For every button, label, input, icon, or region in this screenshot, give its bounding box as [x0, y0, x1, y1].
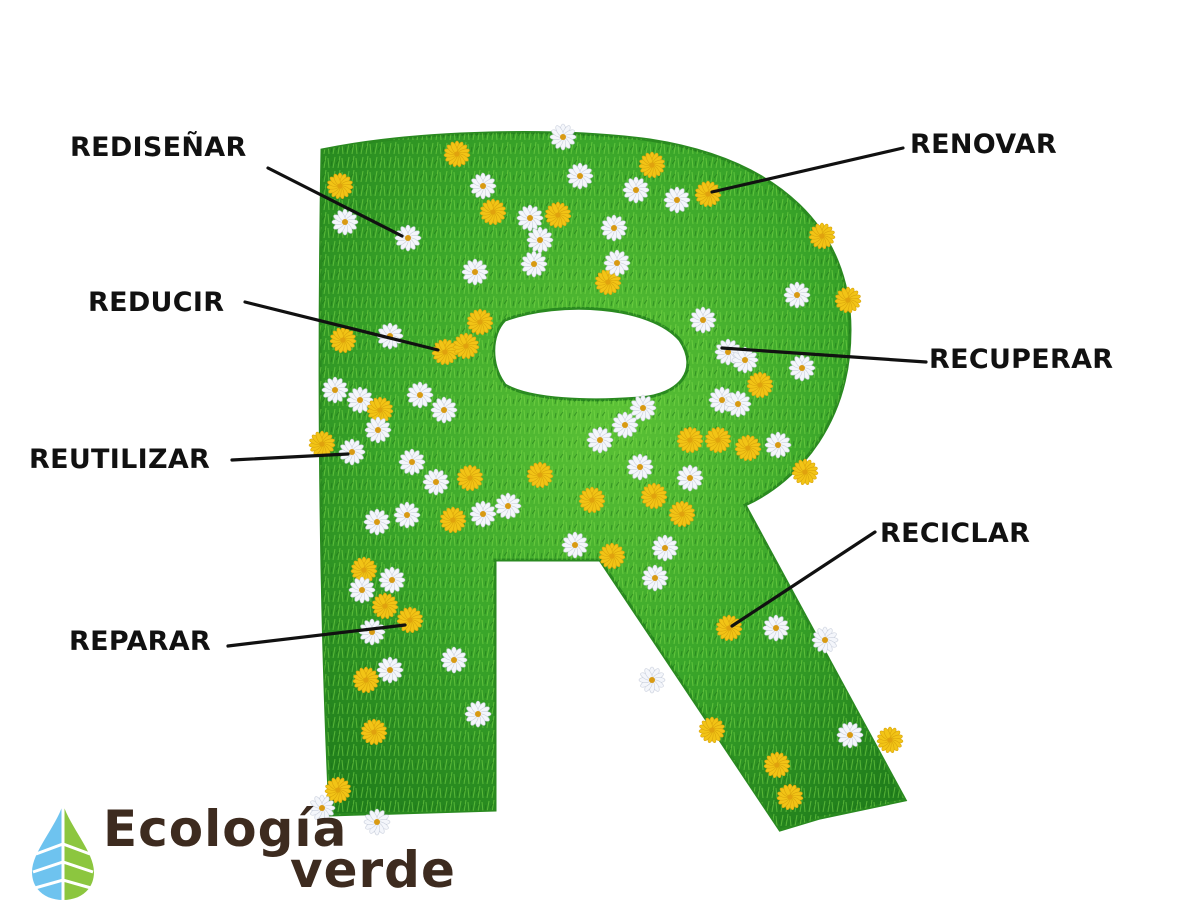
leader-line-reutilizar: [230, 452, 350, 462]
logo-word-verde: verde: [290, 841, 456, 899]
ecologia-verde-logo: Ecología verde: [28, 800, 458, 910]
leader-line-renovar: [710, 146, 905, 194]
leader-line-reducir: [243, 300, 440, 352]
logo-word-ecologia: Ecología: [103, 800, 348, 858]
label-reparar: REPARAR: [69, 626, 212, 657]
label-renovar: RENOVAR: [910, 129, 1057, 160]
leader-lines: [226, 146, 928, 648]
label-reducir: REDUCIR: [88, 287, 225, 318]
leader-line-redisenar: [266, 166, 404, 238]
letter-r-body: [318, 131, 908, 832]
leader-line-reparar: [226, 623, 407, 648]
leader-line-reciclar: [730, 530, 877, 628]
leader-line-recuperar: [720, 346, 928, 364]
leaf-drop-icon: [32, 804, 94, 900]
label-reciclar: RECICLAR: [880, 518, 1031, 549]
label-redisenar: REDISEÑAR: [70, 132, 247, 163]
label-recuperar: RECUPERAR: [929, 344, 1114, 375]
label-reutilizar: REUTILIZAR: [29, 444, 211, 475]
